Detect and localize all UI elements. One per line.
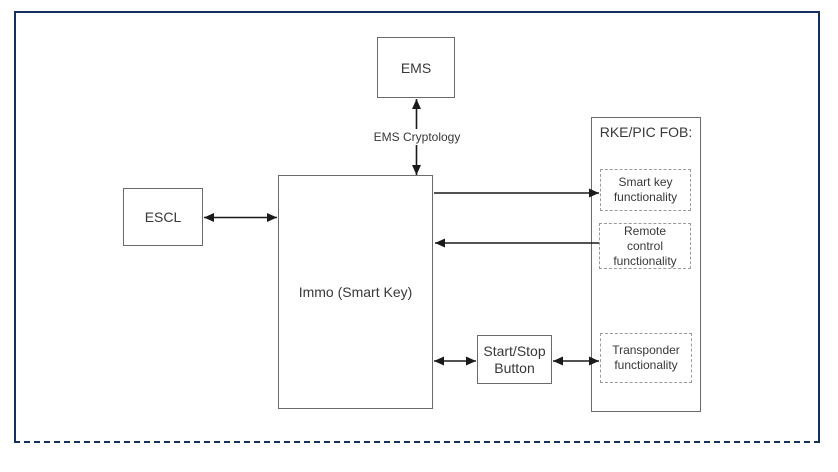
node-start-stop-button: Start/Stop Button — [477, 335, 552, 384]
node-immo-label: Immo (Smart Key) — [298, 284, 413, 300]
node-smart-key-functionality: Smart key functionality — [600, 169, 691, 211]
ems-cryptology-label: EMS Cryptology — [370, 129, 464, 145]
node-escl-label: ESCL — [144, 209, 182, 225]
remote-control-functionality-line2: control — [626, 238, 664, 253]
diagram-frame — [14, 11, 820, 443]
node-ems: EMS — [377, 37, 455, 98]
smart-key-functionality-line2: functionality — [613, 190, 678, 204]
node-start-stop-label-line1: Start/Stop — [483, 342, 546, 359]
smart-key-functionality-line1: Smart key — [618, 175, 673, 189]
node-remote-control-functionality: Remote control functionality — [599, 223, 691, 269]
node-ems-label: EMS — [400, 59, 432, 76]
transponder-functionality-line2: functionality — [614, 358, 678, 372]
transponder-functionality-line1: Transponder — [612, 343, 680, 357]
node-transponder-functionality: Transponder functionality — [600, 333, 692, 383]
remote-control-functionality-line3: functionality — [613, 253, 677, 268]
node-rke-pic-fob-title: RKE/PIC FOB: — [599, 124, 693, 140]
remote-control-functionality-line1: Remote — [623, 223, 667, 238]
node-immo-smart-key: Immo (Smart Key) — [278, 175, 433, 409]
node-start-stop-label-line2: Button — [494, 359, 535, 376]
node-escl: ESCL — [123, 188, 203, 246]
